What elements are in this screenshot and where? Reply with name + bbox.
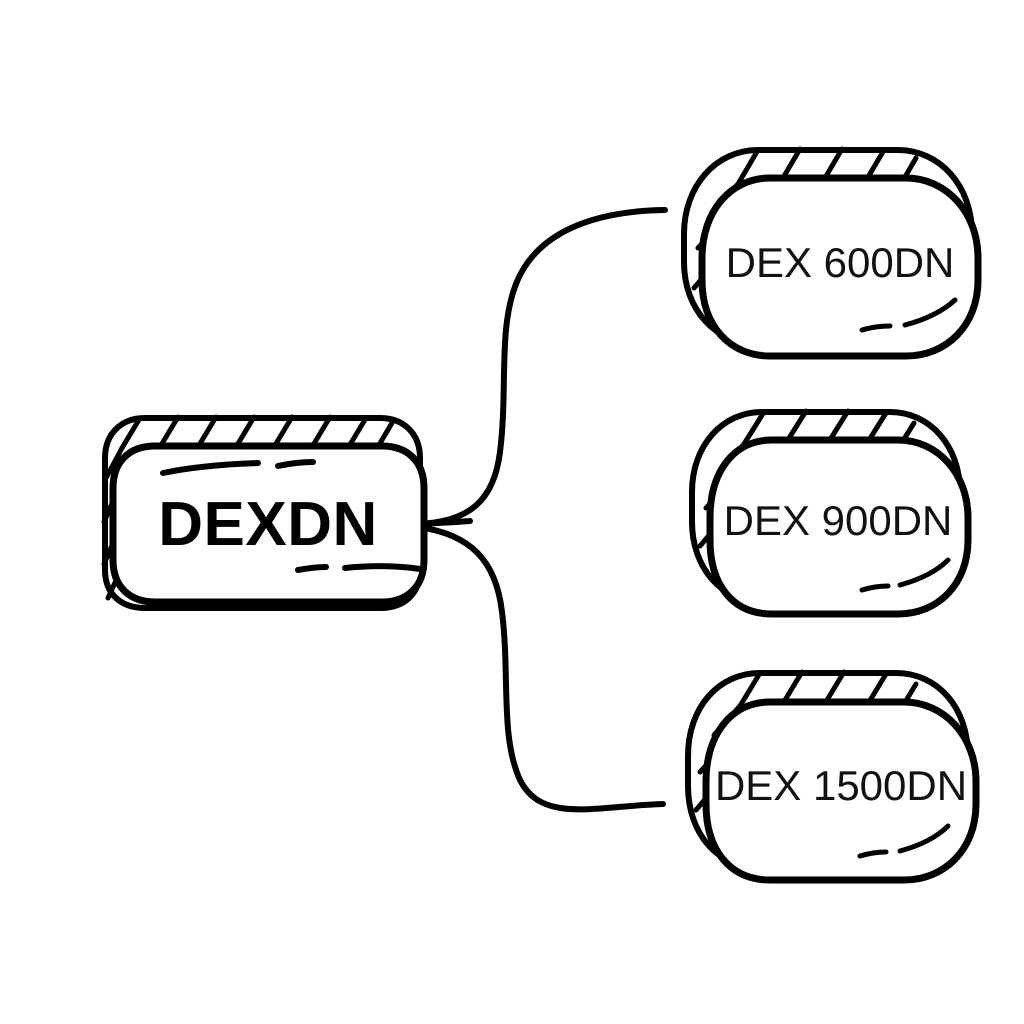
node-dexdn-accent-dashes-bottom [295,563,423,573]
connector-root-to-dex1500dn [415,524,666,813]
node-dexdn-face [109,442,428,606]
connector-root-to-dex600dn [415,207,668,527]
connector-group [415,207,668,813]
node-dexdn[interactable]: DEXDN [101,414,428,611]
node-dex-900dn-accent-dashes [859,557,951,593]
node-dex-1500dn[interactable]: DEX 1500DN [685,669,980,884]
node-dexdn-label: DEXDN [158,490,378,559]
node-dex-1500dn-accent-dashes [857,823,951,859]
node-dex-900dn-label: DEX 900DN [724,497,953,544]
node-dex-600dn-label: DEX 600DN [726,239,955,286]
node-dex-900dn-face [706,436,972,618]
node-dex-600dn-accent-dashes [859,297,958,333]
node-dex-600dn-face [698,174,982,360]
node-dex-600dn[interactable]: DEX 600DN [681,146,982,360]
node-dexdn-top-hatching [119,414,395,453]
node-dex-1500dn-label: DEX 1500DN [715,762,967,809]
node-dex-1500dn-face [702,698,980,884]
node-dexdn-accent-dashes-top [160,459,316,476]
node-dex-900dn[interactable]: DEX 900DN [689,408,972,618]
